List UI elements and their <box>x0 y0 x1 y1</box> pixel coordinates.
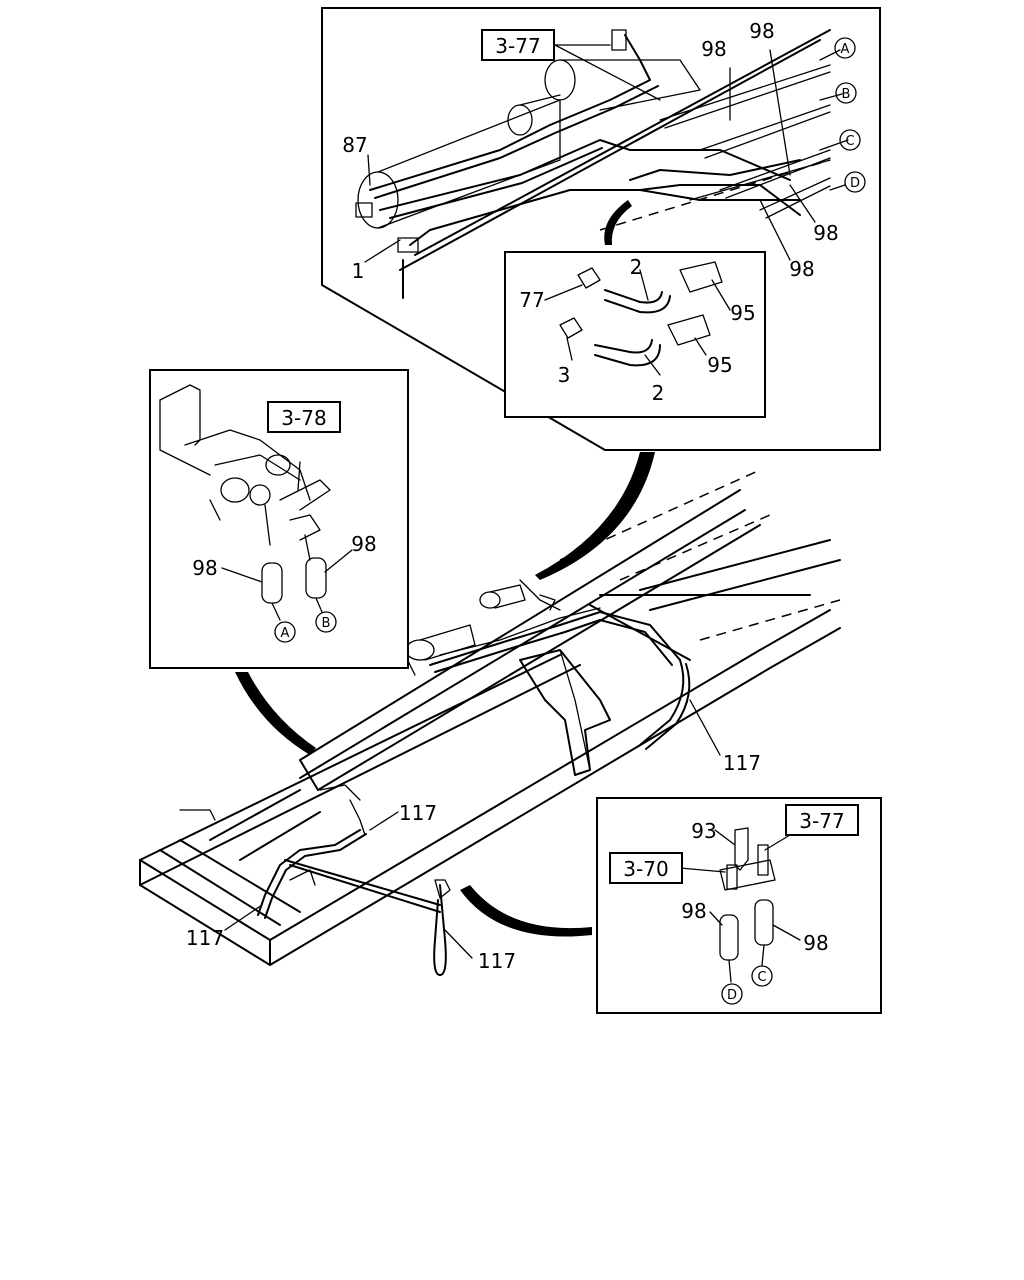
callout-77: 77 <box>519 288 544 312</box>
callout-95: 95 <box>730 301 755 325</box>
connector-letter: D <box>850 176 860 191</box>
reference-box-top: 3-77 <box>481 29 555 61</box>
reference-label: 3-77 <box>799 809 844 833</box>
reference-box-left: 3-78 <box>267 401 341 433</box>
connector-b-left: B <box>315 611 337 633</box>
air-tanks-main <box>404 579 681 676</box>
connector-c-top: C <box>839 129 861 151</box>
connector-letter: D <box>727 988 737 1003</box>
connector-letter: A <box>841 42 850 57</box>
callout-98: 98 <box>351 532 376 556</box>
callout-117: 117 <box>478 949 516 973</box>
reference-box-bottom-left: 3-70 <box>609 852 683 884</box>
connector-letter: B <box>842 87 851 102</box>
callout-2: 2 <box>630 255 643 279</box>
part-callouts: 98 98 98 98 87 1 77 2 95 3 95 2 98 98 11… <box>186 19 839 973</box>
connector-arc-bottom <box>460 885 592 937</box>
callout-117: 117 <box>186 926 224 950</box>
callout-95: 95 <box>707 353 732 377</box>
connector-letter: A <box>281 626 290 641</box>
connector-b-top: B <box>835 82 857 104</box>
callout-98: 98 <box>192 556 217 580</box>
connector-d-bottom: D <box>721 983 743 1005</box>
callout-98: 98 <box>749 19 774 43</box>
callout-98: 98 <box>701 37 726 61</box>
connector-letter: B <box>322 616 331 631</box>
connector-d-top: D <box>844 171 866 193</box>
callout-3: 3 <box>558 363 571 387</box>
callout-117: 117 <box>723 751 761 775</box>
callout-2: 2 <box>652 381 665 405</box>
connector-a-left: A <box>274 621 296 643</box>
callout-98: 98 <box>803 931 828 955</box>
connector-a-top: A <box>834 37 856 59</box>
callout-98: 98 <box>681 899 706 923</box>
callout-87: 87 <box>342 133 367 157</box>
callout-98: 98 <box>789 257 814 281</box>
reference-label: 3-70 <box>623 857 668 881</box>
callout-1: 1 <box>352 259 365 283</box>
reference-box-bottom-right: 3-77 <box>785 804 859 836</box>
callout-98: 98 <box>813 221 838 245</box>
reference-label: 3-77 <box>495 34 540 58</box>
top-detail-frame <box>321 7 881 451</box>
leader-lines <box>221 44 849 959</box>
hose-117-assemblies <box>257 659 691 976</box>
bracket-93-assembly <box>719 827 776 891</box>
connector-letter: C <box>757 970 766 985</box>
connector-c-bottom: C <box>751 965 773 987</box>
hose-98-pair-left <box>261 557 327 621</box>
connector-letter: C <box>845 134 854 149</box>
reference-label: 3-78 <box>281 406 326 430</box>
valve-bracket-assembly <box>159 384 331 561</box>
hose-98-pair-bottom <box>719 899 774 983</box>
callout-93: 93 <box>691 819 716 843</box>
callout-117: 117 <box>399 801 437 825</box>
connector-arc-top <box>535 452 655 580</box>
chassis-frame <box>139 469 841 966</box>
